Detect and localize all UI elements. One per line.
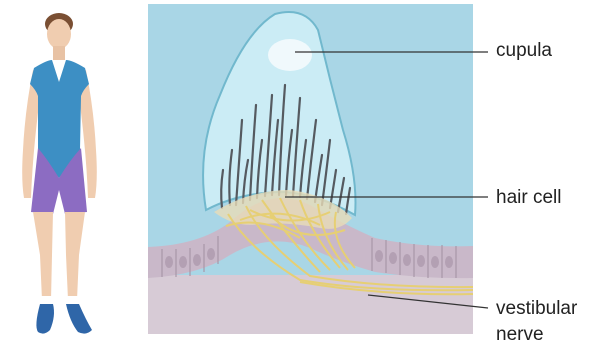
human-figure <box>22 13 97 334</box>
hair-cell-label: hair cell <box>496 187 561 209</box>
vestibular-nerve-label-line1: vestibular <box>496 298 577 320</box>
cupula-label: cupula <box>496 40 552 62</box>
crista-panel <box>148 4 473 334</box>
vestibular-nerve-label-line2: nerve <box>496 324 544 346</box>
